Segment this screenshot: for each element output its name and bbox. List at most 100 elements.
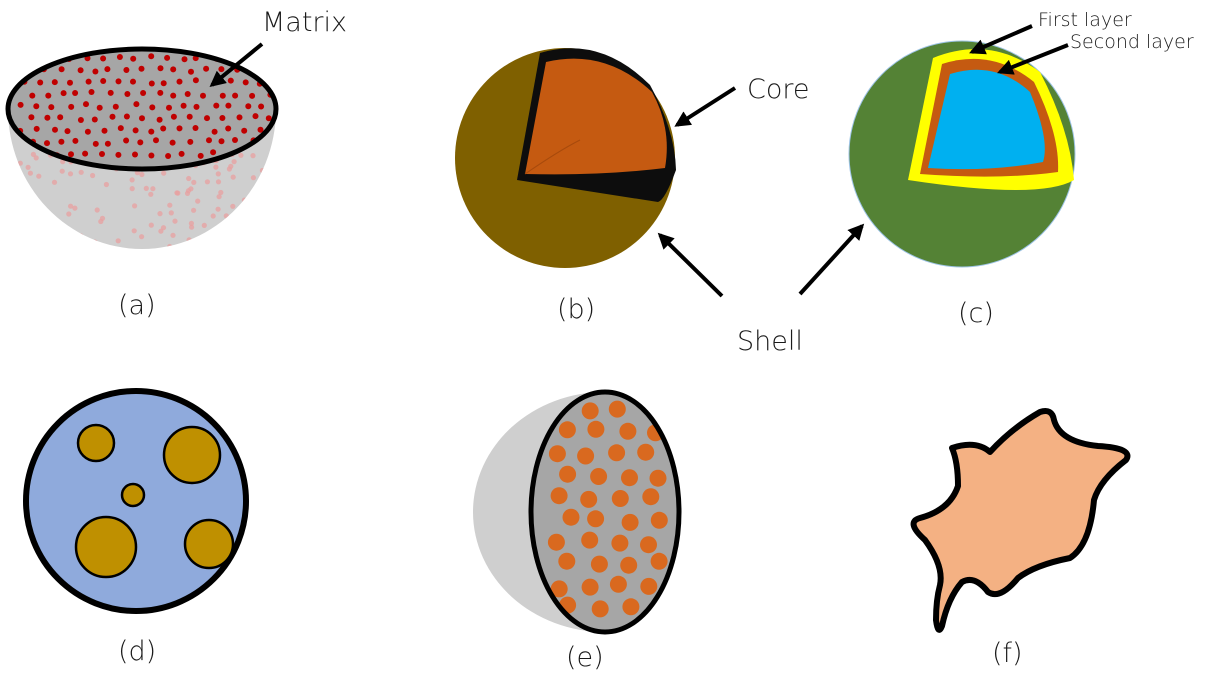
matrix-dot: [165, 153, 171, 159]
matrix-dot: [100, 56, 106, 62]
faint-dot: [18, 231, 23, 236]
particle: [559, 421, 576, 438]
faint-dot: [170, 233, 175, 238]
core-label: Core: [747, 74, 810, 105]
particle: [587, 510, 604, 527]
faint-dot: [241, 227, 246, 232]
matrix-dot: [100, 78, 106, 84]
matrix-dot: [170, 140, 176, 146]
particle: [591, 556, 608, 573]
particle: [587, 421, 604, 438]
faint-dot: [79, 170, 84, 175]
particle: [549, 445, 566, 462]
faint-dot: [216, 171, 221, 176]
matrix-dot: [182, 56, 188, 62]
faint-dot: [230, 204, 235, 209]
matrix-dot: [253, 113, 259, 119]
faint-dot: [169, 210, 174, 215]
particle: [637, 444, 654, 461]
particle: [590, 468, 607, 485]
faint-dot: [36, 174, 41, 179]
inclusion-3: [122, 484, 144, 506]
matrix-dot: [219, 138, 225, 144]
particle: [651, 512, 668, 529]
matrix-dot: [212, 129, 218, 135]
matrix-dot: [82, 151, 88, 157]
faint-dot: [132, 228, 137, 233]
particle: [650, 470, 667, 487]
irregular-shape: [914, 411, 1128, 630]
particle: [582, 402, 599, 419]
faint-dot: [33, 220, 38, 225]
faint-dot: [232, 159, 237, 164]
matrix-dot: [85, 129, 91, 135]
particle: [548, 534, 565, 551]
matrix-dot: [102, 128, 108, 134]
matrix-dot: [148, 153, 154, 159]
particle: [559, 466, 576, 483]
matrix-dot: [219, 115, 225, 121]
matrix-dot: [188, 69, 194, 75]
faint-dot: [26, 165, 31, 170]
matrix-dot: [108, 90, 114, 96]
caption-e: (e): [566, 642, 604, 673]
matrix-dot: [157, 90, 163, 96]
faint-dot: [249, 217, 254, 222]
inclusion-4: [76, 517, 136, 577]
matrix-dot: [185, 91, 191, 97]
faint-dot: [167, 203, 172, 208]
matrix-dot: [194, 104, 200, 110]
matrix-dot: [92, 69, 98, 75]
inclusion-2: [164, 427, 220, 483]
faint-dot: [231, 175, 236, 180]
faint-dot: [195, 199, 200, 204]
matrix-dot: [137, 139, 143, 145]
faint-dot: [195, 238, 200, 243]
matrix-dot: [170, 93, 176, 99]
faint-dot: [149, 223, 154, 228]
faint-dot: [158, 229, 163, 234]
matrix-dot: [116, 78, 122, 84]
matrix-dot: [149, 81, 155, 87]
faint-dot: [212, 230, 217, 235]
matrix-dot: [166, 105, 172, 111]
panel-b-core-shell: [455, 48, 676, 268]
particle: [551, 487, 568, 504]
faint-dot: [211, 213, 216, 218]
matrix-dot: [241, 128, 247, 134]
faint-dot: [130, 186, 135, 191]
faint-dot: [230, 215, 235, 220]
matrix-dot: [16, 57, 22, 63]
matrix-dot: [78, 117, 84, 123]
faint-dot: [229, 229, 234, 234]
matrix-dot: [124, 114, 130, 120]
faint-dot: [139, 234, 144, 239]
matrix-dot: [130, 79, 136, 85]
faint-dot: [90, 173, 95, 178]
faint-dot: [229, 227, 234, 232]
matrix-dot: [213, 103, 219, 109]
faint-dot: [48, 242, 53, 247]
matrix-dot: [203, 66, 209, 72]
shell-arrow-to-b: [660, 235, 722, 296]
matrix-dot: [249, 93, 255, 99]
second-layer-label: Second layer: [1070, 31, 1194, 53]
matrix-dot: [220, 93, 226, 99]
matrix-dot: [160, 126, 166, 132]
matrix-dot: [148, 129, 154, 135]
faint-dot: [237, 230, 242, 235]
faint-dot: [224, 213, 229, 218]
faint-dot: [79, 236, 84, 241]
matrix-dot: [104, 66, 110, 72]
matrix-dot: [72, 90, 78, 96]
matrix-dot: [83, 101, 89, 107]
matrix-dot: [200, 93, 206, 99]
particle: [642, 488, 659, 505]
faint-dot: [250, 202, 255, 207]
matrix-dot: [153, 137, 159, 143]
particle: [611, 535, 628, 552]
matrix-dot: [193, 125, 199, 131]
faint-dot: [116, 238, 121, 243]
matrix-dot: [113, 104, 119, 110]
matrix-dot: [78, 67, 84, 73]
